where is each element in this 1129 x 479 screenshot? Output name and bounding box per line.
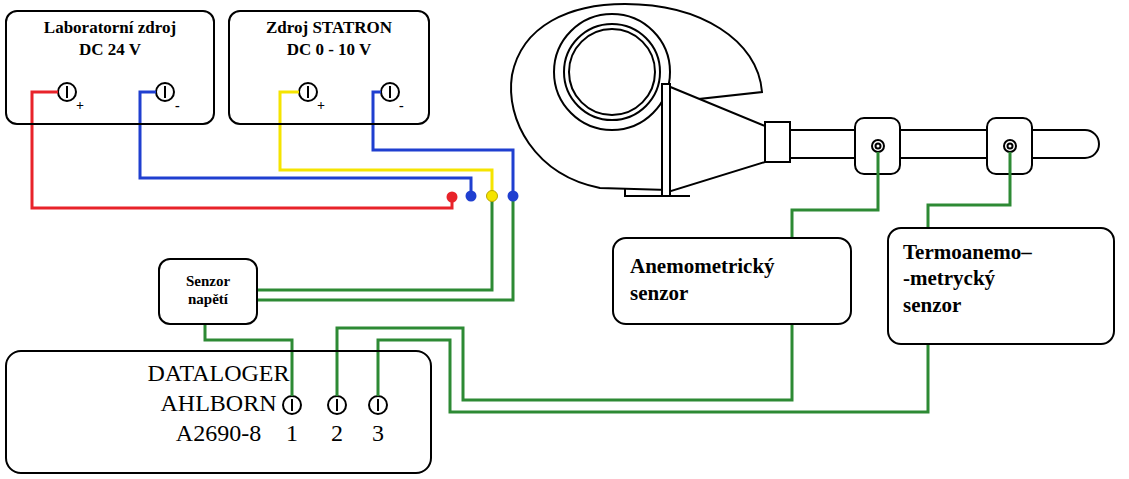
wire-segment (373, 92, 513, 192)
sensor-box: Termoanemo– -metrycký senzor (887, 227, 1115, 345)
node-text: DATALOGER AHLBORN A2690-8 (126, 358, 311, 448)
node-text: Laboratorní zdroj (15, 17, 205, 39)
channel-number: 2 (331, 421, 343, 445)
wire (258, 92, 492, 290)
wire-segment (280, 92, 492, 192)
wire-segment (337, 325, 792, 400)
terminal-sign: + (76, 99, 84, 113)
power-supply: Laboratorní zdrojDC 24 V (5, 10, 215, 125)
wire (378, 340, 928, 412)
terminal-sign: + (317, 99, 325, 113)
node-text: Zdroj STATRON (238, 17, 420, 39)
wire-segment (258, 200, 513, 300)
sensor-box: Anemometrický senzor (612, 237, 852, 325)
wire (337, 325, 792, 400)
node-text: Termoanemo– -metrycký senzor (903, 239, 1043, 318)
node-text: Anemometrický senzor (630, 253, 805, 308)
wire-segment (378, 340, 928, 412)
channel-number: 3 (372, 421, 384, 445)
node-text: DC 0 - 10 V (238, 39, 420, 61)
datalogger: DATALOGER AHLBORN A2690-8 (5, 350, 432, 474)
node-text: Senzor napětí (168, 272, 248, 308)
node-text: DC 24 V (15, 39, 205, 61)
junction-dots (447, 191, 519, 203)
voltage-sensor: Senzor napětí (158, 258, 258, 325)
terminal-sign: - (175, 99, 180, 113)
terminal-sign: - (399, 99, 404, 113)
wire-segment (258, 200, 492, 290)
channel-number: 1 (286, 421, 298, 445)
sensor-wires (792, 152, 1010, 237)
